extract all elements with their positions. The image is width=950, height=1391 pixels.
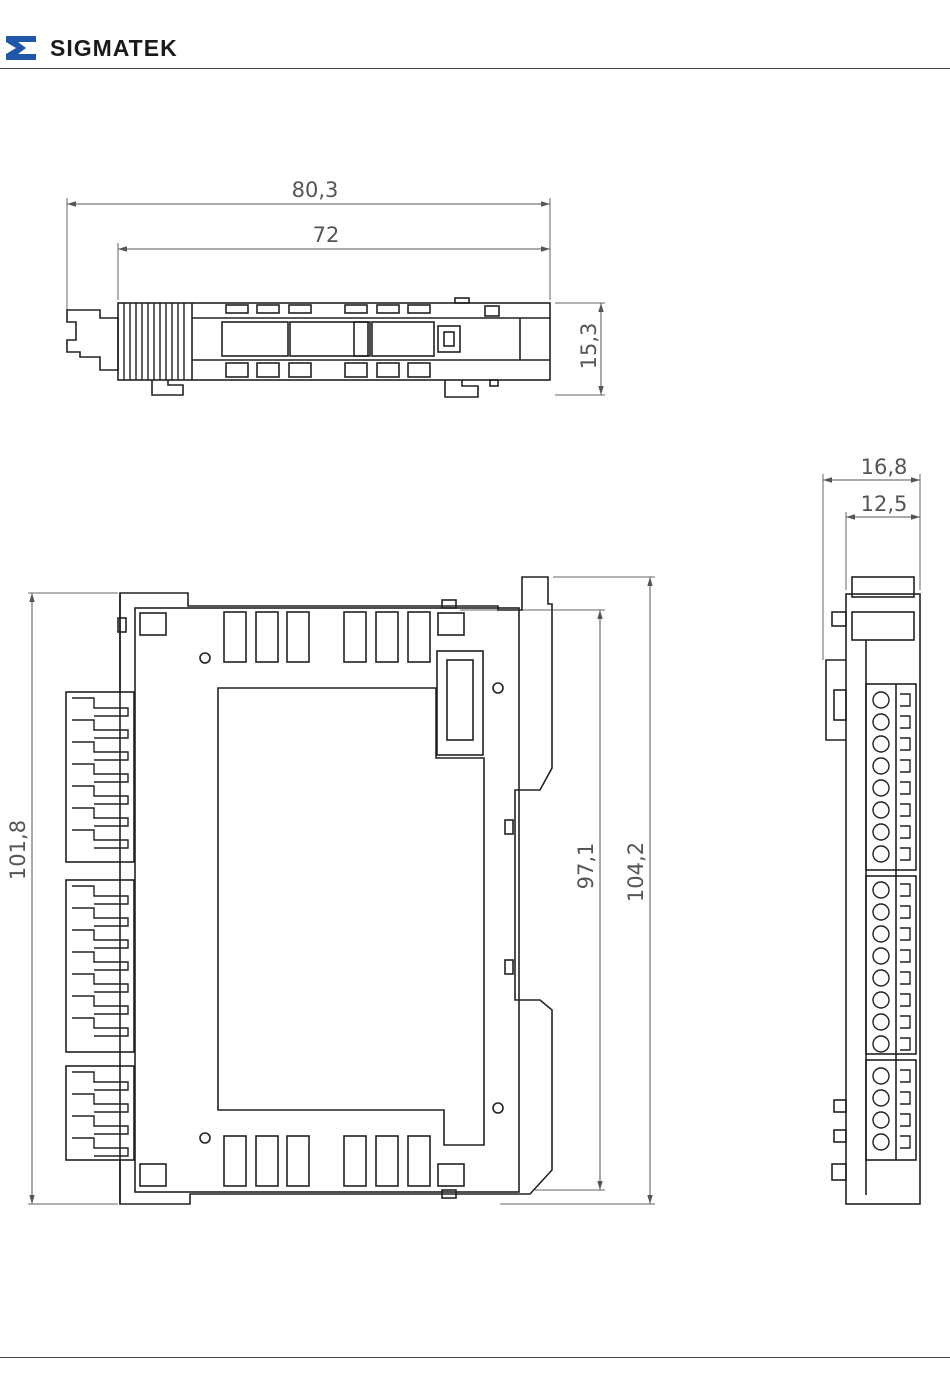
dim-label-top-width-body: 72 bbox=[313, 223, 340, 247]
dim-label-side-width-inner: 12,5 bbox=[861, 492, 908, 516]
dim-label-front-height-inner: 97,1 bbox=[574, 843, 598, 890]
dim-label-top-height: 15,3 bbox=[577, 323, 601, 370]
dim-label-side-width-total: 16,8 bbox=[861, 455, 908, 479]
dim-label-top-width-total: 80,3 bbox=[292, 178, 339, 202]
side-view bbox=[823, 474, 920, 1204]
front-view bbox=[28, 577, 655, 1204]
dim-label-front-height-left: 101,8 bbox=[6, 820, 30, 880]
side-terminals bbox=[873, 692, 910, 1150]
dim-label-front-height-total: 104,2 bbox=[624, 842, 648, 902]
